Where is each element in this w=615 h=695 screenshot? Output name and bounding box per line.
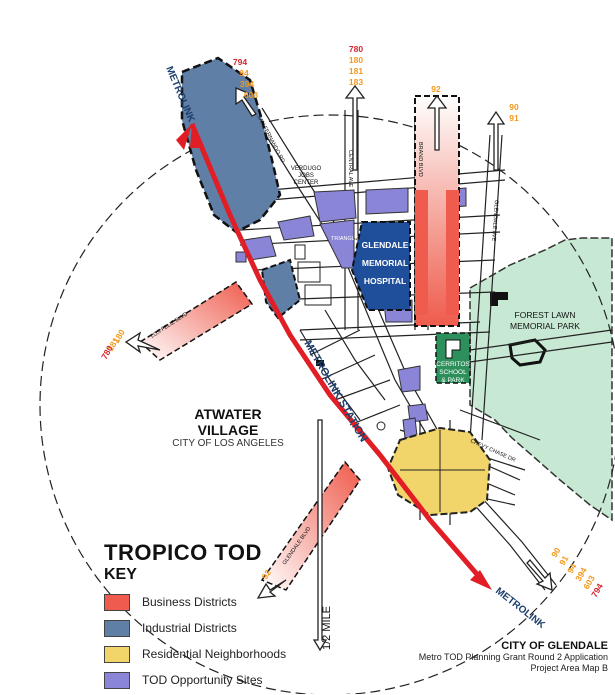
svg-text:90: 90 bbox=[509, 102, 519, 112]
legend-swatch bbox=[104, 593, 130, 611]
park-building-outline bbox=[508, 338, 547, 367]
route-numbers-n-brand: 92 bbox=[431, 84, 441, 94]
metrolink-station-marker bbox=[316, 360, 324, 366]
legend-item-industrial: Industrial Districts bbox=[104, 617, 324, 639]
park-building-outline bbox=[490, 292, 508, 306]
residential-neighborhood-area bbox=[386, 426, 492, 517]
svg-text:94: 94 bbox=[565, 562, 579, 575]
route-numbers-w: 180 181 780 bbox=[99, 327, 127, 361]
label-hospital-3: HOSPITAL bbox=[364, 276, 406, 286]
legend-item-business: Business Districts bbox=[104, 591, 324, 613]
legend-label: Business Districts bbox=[142, 595, 237, 609]
svg-text:92: 92 bbox=[431, 84, 441, 94]
label-verdugo-3: CENTER bbox=[294, 180, 319, 186]
map-footer: CITY OF GLENDALE Metro TOD Planning Gran… bbox=[419, 640, 608, 674]
svg-text:91: 91 bbox=[509, 113, 519, 123]
map-legend: TROPICO TOD KEY Business Districts Indus… bbox=[104, 541, 324, 695]
business-district-brand bbox=[414, 95, 460, 327]
key-heading: KEY bbox=[104, 566, 137, 583]
atwater-sub: CITY OF LOS ANGELES bbox=[172, 438, 284, 449]
svg-text:794: 794 bbox=[233, 57, 247, 67]
route-numbers-se: 90 91 94 394 603 794 bbox=[549, 546, 605, 599]
grant-subtitle: Metro TOD Planning Grant Round 2 Applica… bbox=[418, 652, 608, 662]
label-glendale-ave: GLENDALE AVE bbox=[490, 200, 499, 242]
legend-label: Industrial Districts bbox=[142, 621, 237, 635]
legend-label: Residential Neighborhoods bbox=[142, 647, 287, 661]
svg-text:780: 780 bbox=[349, 44, 363, 54]
tod-opportunity-sites bbox=[235, 187, 467, 439]
label-half-mile: 1/2 MILE bbox=[321, 606, 333, 650]
svg-text:91: 91 bbox=[557, 554, 571, 567]
label-cerritos-3: & PARK bbox=[441, 377, 465, 384]
atwater-title: ATWATER VILLAGE bbox=[194, 406, 262, 438]
legend-label: TOD Opportunity Sites bbox=[142, 673, 263, 687]
label-triangle: TRIANGLE bbox=[331, 236, 359, 242]
legend-swatch bbox=[104, 671, 130, 689]
svg-text:603: 603 bbox=[244, 90, 258, 100]
label-verdugo-1: VERDUGO bbox=[291, 166, 322, 172]
label-forest-lawn-2: MEMORIAL PARK bbox=[510, 321, 580, 331]
legend-item-tod: TOD Opportunity Sites bbox=[104, 669, 324, 691]
glendale-title: CITY OF GLENDALE bbox=[501, 640, 608, 652]
metrolink-line bbox=[176, 123, 492, 590]
label-cerritos-1: CERRITOS bbox=[436, 361, 470, 368]
legend-swatch bbox=[104, 645, 130, 663]
glendale-memorial-hospital-area bbox=[350, 221, 411, 311]
svg-text:183: 183 bbox=[349, 77, 363, 87]
los-feliz-route-arrow bbox=[138, 280, 254, 361]
route-numbers-n-central: 780 180 181 183 bbox=[349, 44, 363, 87]
label-verdugo-2: JOBS bbox=[298, 173, 314, 179]
industrial-district-north bbox=[180, 56, 282, 234]
svg-text:94: 94 bbox=[239, 68, 249, 78]
atwater-village-label: ATWATER VILLAGE CITY OF LOS ANGELES bbox=[168, 406, 288, 449]
label-cerritos-2: SCHOOL bbox=[439, 369, 467, 376]
legend-swatch bbox=[104, 619, 130, 637]
svg-text:181: 181 bbox=[349, 66, 363, 76]
forest-lawn-park-area bbox=[469, 237, 613, 522]
label-central-ave: CENTRAL AVE bbox=[347, 150, 353, 188]
label-forest-lawn-1: FOREST LAWN bbox=[515, 310, 576, 320]
half-mile-radius-circle bbox=[39, 114, 615, 694]
label-brand-blvd: BRAND BLVD bbox=[417, 142, 423, 177]
building-footprints bbox=[294, 244, 386, 431]
label-hospital-1: GLENDALE bbox=[362, 240, 409, 250]
map-subtitle: Project Area Map B bbox=[530, 663, 608, 673]
route-arrows bbox=[124, 84, 553, 652]
label-hospital-2: MEMORIAL bbox=[362, 258, 408, 268]
route-numbers-ne: 90 91 bbox=[509, 102, 519, 123]
svg-text:90: 90 bbox=[549, 546, 563, 559]
route-numbers-nw: 794 94 394 603 bbox=[233, 57, 258, 100]
svg-text:394: 394 bbox=[240, 79, 254, 89]
legend-item-residential: Residential Neighborhoods bbox=[104, 643, 324, 665]
map-title: TROPICO TOD bbox=[104, 540, 262, 565]
svg-text:180: 180 bbox=[349, 55, 363, 65]
